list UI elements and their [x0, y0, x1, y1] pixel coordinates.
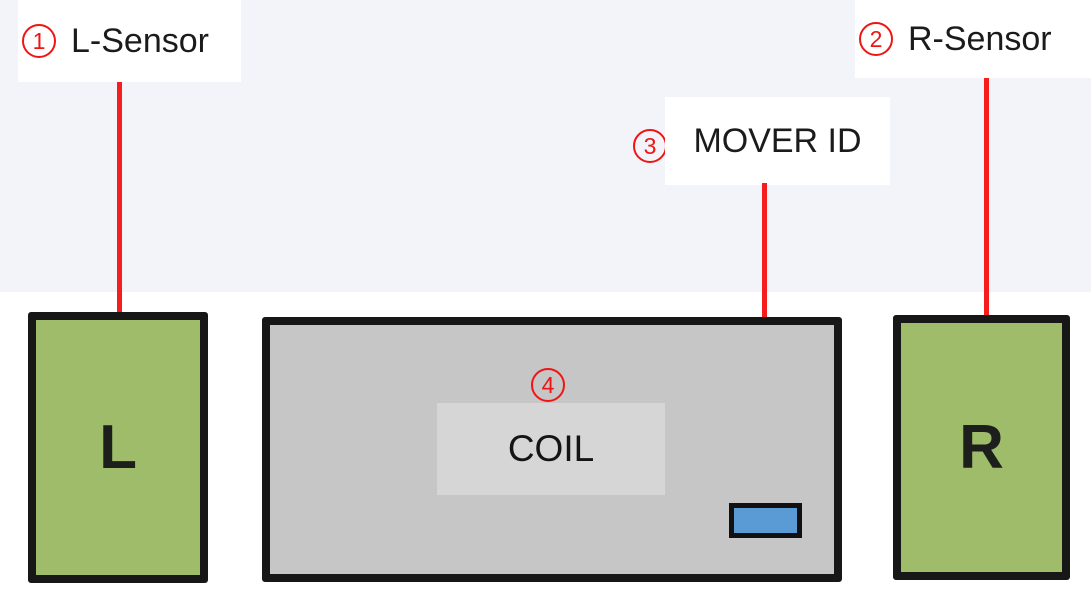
r-sensor-callout: 2 R-Sensor: [855, 0, 1091, 78]
r-sensor-block: R: [893, 315, 1070, 580]
l-sensor-callout: 1 L-Sensor: [18, 0, 241, 82]
circled-4-icon: 4: [531, 368, 565, 402]
circled-2-icon: 2: [859, 22, 893, 56]
mover-id-tag: [729, 503, 802, 538]
mover-id-callout: MOVER ID: [665, 97, 890, 185]
circled-3-icon: 3: [633, 129, 667, 163]
l-sensor-arrow-shaft: [117, 82, 122, 350]
coil-label: COIL: [507, 428, 595, 469]
r-sensor-callout-text: R-Sensor: [908, 19, 1052, 58]
l-sensor-letter: L: [99, 412, 137, 482]
mover-body: 4 COIL: [262, 317, 842, 582]
l-sensor-callout-text: L-Sensor: [71, 21, 209, 60]
circled-1-icon: 1: [22, 24, 56, 58]
mover-id-callout-text: MOVER ID: [693, 121, 862, 160]
r-sensor-arrow-shaft: [984, 78, 989, 348]
l-sensor-block: L: [28, 312, 208, 583]
coil-box: COIL: [437, 403, 665, 495]
r-sensor-letter: R: [959, 412, 1004, 482]
